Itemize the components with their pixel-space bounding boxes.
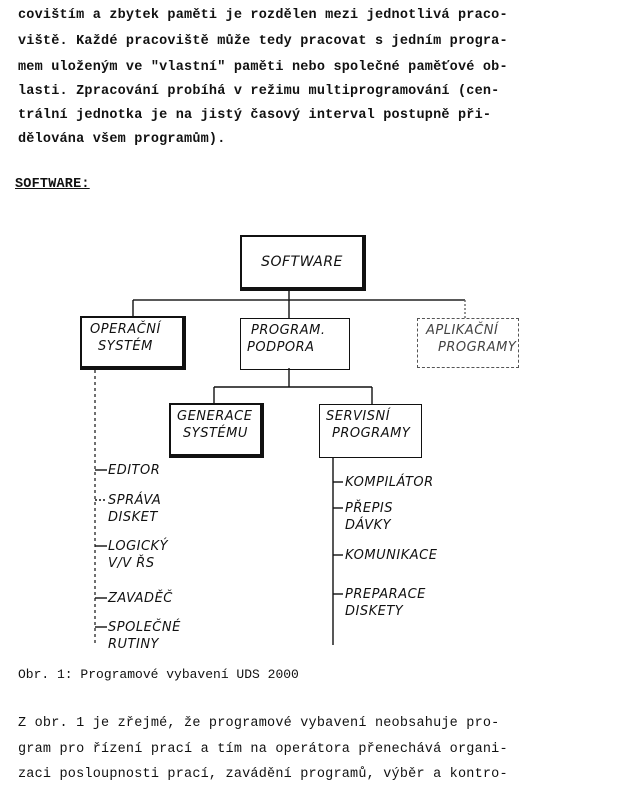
text-line: mem uloženým ve "vlastní" paměti nebo sp… <box>18 60 508 75</box>
service-programs-box: SERVISNÍ PROGRAMY <box>319 404 422 458</box>
os-item-common-routines: SPOLEČNÉ RUTINY <box>108 619 181 653</box>
system-generation-box: GENERACE SYSTÉMU <box>169 403 264 458</box>
item-label: LOGICKÝ <box>108 539 169 554</box>
box-label-line: OPERAČNÍ <box>90 322 161 337</box>
item-label: PREPARACE <box>345 587 426 602</box>
text-line: zaci posloupnosti prací, zavádění progra… <box>18 767 508 782</box>
box-label-line: SYSTÉMU <box>183 426 248 441</box>
os-item-loader: ZAVADĚČ <box>108 590 173 607</box>
text-line: gram pro řízení prací a tím na operátora… <box>18 742 508 757</box>
item-label: RUTINY <box>108 637 159 652</box>
software-box: SOFTWARE <box>240 235 366 291</box>
text-line: viště. Každé pracoviště může tedy pracov… <box>18 34 508 49</box>
item-label: PŘEPIS <box>345 501 394 516</box>
service-item-disk-preparation: PREPARACE DISKETY <box>345 586 426 620</box>
item-label: EDITOR <box>108 463 161 478</box>
item-label: DISKETY <box>345 604 404 619</box>
operating-system-box: OPERAČNÍ SYSTÉM <box>80 316 186 370</box>
text-line: covištím a zbytek paměti je rozdělen mez… <box>18 8 508 23</box>
text-line: lasti. Zpracování probíhá v režimu multi… <box>18 84 500 99</box>
text-line: dělována všem programům). <box>18 132 226 147</box>
service-item-communication: KOMUNIKACE <box>345 547 437 564</box>
box-label-line: PROGRAM. <box>251 323 326 338</box>
text-line: trální jednotka je na jistý časový inter… <box>18 108 492 123</box>
os-item-logical-io: LOGICKÝ V/V ŘS <box>108 538 168 572</box>
item-label: DISKET <box>108 510 158 525</box>
service-item-batch-rewrite: PŘEPIS DÁVKY <box>345 500 393 534</box>
os-item-disk-management: SPRÁVA DISKET <box>108 492 161 526</box>
item-label: V/V ŘS <box>108 556 155 571</box>
software-box-label: SOFTWARE <box>261 253 343 270</box>
item-label: DÁVKY <box>345 518 392 533</box>
section-heading: SOFTWARE: <box>15 177 90 192</box>
item-label: SPRÁVA <box>108 493 162 508</box>
box-label-line: PROGRAMY <box>438 340 517 355</box>
box-label-line: GENERACE <box>177 409 253 424</box>
service-item-compiler: KOMPILÁTOR <box>345 474 434 491</box>
item-label: KOMUNIKACE <box>345 548 438 563</box>
item-label: ZAVADĚČ <box>108 591 173 606</box>
box-label-line: SERVISNÍ <box>326 409 391 424</box>
program-support-box: PROGRAM. PODPORA <box>240 318 350 370</box>
text-line: Z obr. 1 je zřejmé, že programové vybave… <box>18 716 500 731</box>
box-label-line: PROGRAMY <box>332 426 411 441</box>
box-label-line: SYSTÉM <box>98 339 153 354</box>
box-label-line: PODPORA <box>247 340 315 355</box>
box-label-line: APLIKAČNÍ <box>426 323 499 338</box>
os-item-editor: EDITOR <box>108 462 160 479</box>
figure-caption: Obr. 1: Programové vybavení UDS 2000 <box>18 667 299 682</box>
item-label: KOMPILÁTOR <box>345 475 434 490</box>
item-label: SPOLEČNÉ <box>108 620 181 635</box>
application-programs-box: APLIKAČNÍ PROGRAMY <box>417 318 519 368</box>
